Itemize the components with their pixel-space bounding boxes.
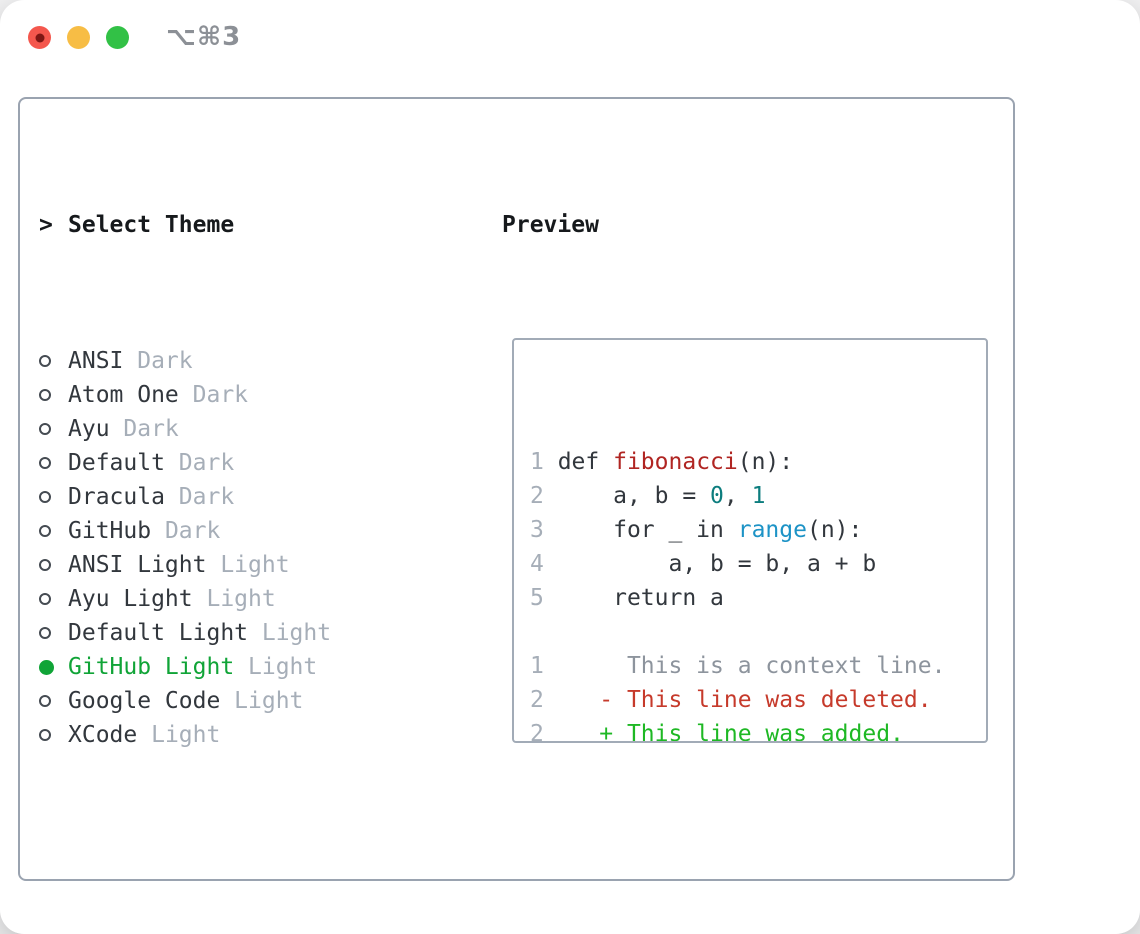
theme-option[interactable]: GitHub Dark <box>39 514 489 548</box>
theme-option[interactable]: XCode Light <box>39 718 489 752</box>
preview-line: 1 This is a context line. <box>530 649 986 683</box>
radio-unselected-icon <box>39 389 51 401</box>
theme-variant-tag: Light <box>151 722 221 748</box>
code-segment: , <box>723 483 752 509</box>
radio-unselected-icon <box>39 491 51 503</box>
theme-variant-tag: Light <box>220 552 290 578</box>
theme-variant-tag: Dark <box>137 348 193 374</box>
radio-unselected-icon <box>39 729 51 741</box>
line-number: 1 <box>530 449 544 475</box>
radio-unselected-icon <box>39 355 51 367</box>
line-number: 3 <box>530 517 544 543</box>
preview-line: 2 - This line was deleted. <box>530 683 986 717</box>
code-segment: (n): <box>737 449 794 475</box>
code-segment: a, b = b, a + b <box>543 551 877 577</box>
theme-option-label: ANSI <box>68 348 124 374</box>
theme-variant-tag: Dark <box>192 382 249 408</box>
apply-to-section: Apply To User SettingsWorkspace Settings <box>39 888 489 934</box>
preview-blank-line <box>530 615 986 649</box>
preview-line: 5 return a <box>530 581 986 615</box>
titlebar: ⌥⌘3 <box>0 0 1140 74</box>
theme-option[interactable]: Default Dark <box>39 446 489 480</box>
theme-option[interactable]: Dracula Dark <box>39 480 489 514</box>
code-segment: fibonacci <box>613 449 738 475</box>
code-segment: range <box>737 517 807 543</box>
line-number: 2 <box>530 483 544 509</box>
minimize-icon[interactable] <box>67 26 90 49</box>
radio-unselected-icon <box>39 559 51 571</box>
preview-label: Preview <box>502 212 599 238</box>
code-segment: def <box>543 449 614 475</box>
traffic-lights <box>28 26 129 49</box>
line-number: 2 <box>530 687 544 713</box>
theme-option[interactable]: Ayu Light Light <box>39 582 489 616</box>
theme-variant-tag: Dark <box>178 450 235 476</box>
code-segment: 1 <box>751 483 766 509</box>
line-number: 4 <box>530 551 544 577</box>
theme-variant-tag: Light <box>234 688 304 714</box>
theme-option-label: Ayu Light <box>68 586 193 612</box>
theme-variant-tag: Light <box>261 620 332 646</box>
preview-line: 4 a, b = b, a + b <box>530 547 986 581</box>
radio-unselected-icon <box>39 627 51 639</box>
theme-option-label: Default <box>68 450 165 476</box>
theme-variant-tag: Dark <box>123 416 179 442</box>
radio-unselected-icon <box>39 457 51 469</box>
line-number: 2 <box>530 721 544 743</box>
radio-unselected-icon <box>39 525 51 537</box>
preview-line: 3 for _ in range(n): <box>530 513 986 547</box>
code-segment: (n): <box>806 517 863 543</box>
window-title: ⌥⌘3 <box>166 22 242 52</box>
theme-option-label: Dracula <box>68 484 165 510</box>
theme-option[interactable]: ANSI Dark <box>39 344 489 378</box>
code-segment: This is a context line. <box>543 653 946 679</box>
radio-unselected-icon <box>39 695 51 707</box>
theme-variant-tag: Dark <box>178 484 235 510</box>
close-icon[interactable] <box>28 26 51 49</box>
preview-line: 1 def fibonacci(n): <box>530 445 986 479</box>
theme-variant-tag: Light <box>206 586 276 612</box>
line-number: 5 <box>530 585 544 611</box>
theme-option-label: GitHub <box>68 518 152 544</box>
code-segment: a, b = <box>543 483 711 509</box>
radio-unselected-icon <box>39 423 51 435</box>
theme-option-label: Google Code <box>68 688 221 714</box>
line-number: 1 <box>530 653 544 679</box>
theme-option[interactable]: GitHub Light Light <box>39 650 489 684</box>
theme-option-label: Atom One <box>68 382 179 408</box>
prompt-caret-icon: > <box>39 212 53 238</box>
theme-option[interactable]: ANSI Light Light <box>39 548 489 582</box>
code-segment: 0 <box>710 483 724 509</box>
theme-option-label: Default Light <box>68 620 249 646</box>
theme-option-label: GitHub Light <box>68 654 235 680</box>
code-segment: for _ in <box>543 517 738 543</box>
zoom-icon[interactable] <box>106 26 129 49</box>
theme-variant-tag: Light <box>248 654 318 680</box>
radio-unselected-icon <box>39 593 51 605</box>
radio-selected-icon <box>39 659 54 675</box>
theme-option-label: ANSI Light <box>68 552 207 578</box>
preview-line: 2 a, b = 0, 1 <box>530 479 986 513</box>
select-theme-header: > Select Theme <box>39 208 489 242</box>
theme-variant-tag: Dark <box>164 518 221 544</box>
code-segment: - This line was deleted. <box>543 687 932 713</box>
select-theme-label: Select Theme <box>68 212 235 238</box>
theme-option-label: XCode <box>68 722 138 748</box>
theme-option[interactable]: Atom One Dark <box>39 378 489 412</box>
preview-line: 2 + This line was added. <box>530 717 986 743</box>
theme-option[interactable]: Default Light Light <box>39 616 489 650</box>
preview-column: Preview 1 def fibonacci(n):2 a, b = 0, 1… <box>502 140 998 811</box>
theme-option-label: Ayu <box>68 416 110 442</box>
theme-option[interactable]: Google Code Light <box>39 684 489 718</box>
code-segment: + This line was added. <box>543 721 904 743</box>
code-segment: return a <box>543 585 724 611</box>
theme-option[interactable]: Ayu Dark <box>39 412 489 446</box>
